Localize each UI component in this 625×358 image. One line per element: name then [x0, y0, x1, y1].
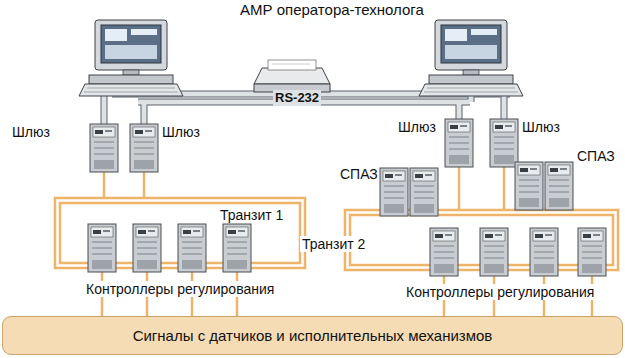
band-text: Сигналы с датчиков и исполнительных меха…: [133, 327, 493, 345]
gateway-label: Шлюз: [398, 119, 436, 135]
gateway-label: Шлюз: [162, 124, 200, 140]
transit-label: Транзит 1: [218, 207, 285, 223]
gateway-label: Шлюз: [522, 119, 560, 135]
diagram-title: АМР оператора-технолога: [240, 2, 424, 18]
gateway-label: Шлюз: [12, 124, 50, 140]
bus-label: RS-232: [273, 90, 321, 106]
transit-label: Транзит 2: [300, 236, 367, 252]
signal-band: Сигналы с датчиков и исполнительных меха…: [2, 316, 623, 355]
spaz-label: СПАЗ: [577, 148, 615, 164]
controllers-label: Контроллеры регулирования: [84, 281, 276, 297]
spaz-label: СПАЗ: [340, 166, 378, 182]
controllers-label: Контроллеры регулирования: [404, 284, 596, 300]
